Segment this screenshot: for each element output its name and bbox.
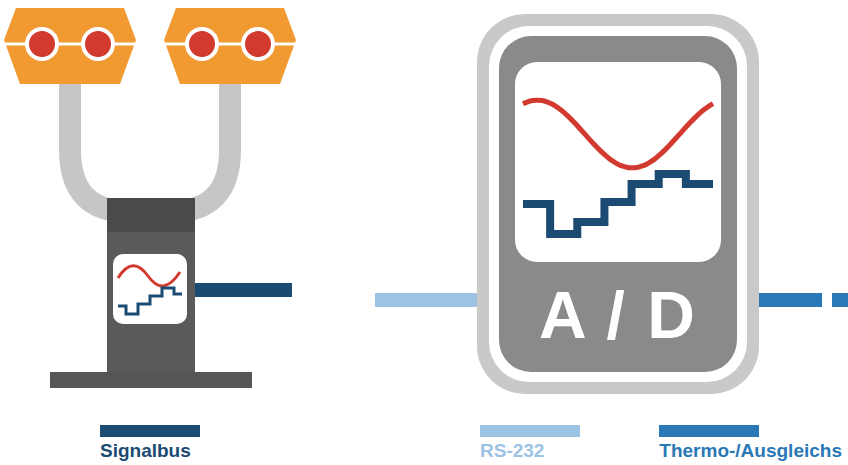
legend-swatch: [480, 425, 580, 437]
legend-label: Thermo-/Ausgleichs: [659, 441, 842, 462]
converter-label: A / D: [539, 282, 697, 348]
sensor-tube: [70, 80, 230, 212]
legend-item: Signalbus: [100, 425, 200, 462]
sensor-body: [107, 232, 195, 374]
sensor-cap: [107, 198, 195, 234]
legend-item: RS-232: [480, 425, 580, 462]
rs232-line: [375, 293, 478, 307]
legend-swatch: [659, 425, 759, 437]
legend-label: Signalbus: [100, 441, 200, 462]
thermo-line: [758, 293, 822, 307]
sensor-base: [50, 372, 252, 388]
legend-item: Thermo-/Ausgleichs: [659, 425, 842, 462]
legend-label: RS-232: [480, 441, 580, 462]
sensor-head: [4, 8, 136, 84]
legend-swatch: [100, 425, 200, 437]
converter-box: A / D: [475, 12, 761, 396]
thermo-line-dash: [832, 293, 848, 307]
sensor-head: [164, 8, 296, 84]
signal-icon: [113, 254, 187, 324]
signal-line: [190, 283, 292, 297]
